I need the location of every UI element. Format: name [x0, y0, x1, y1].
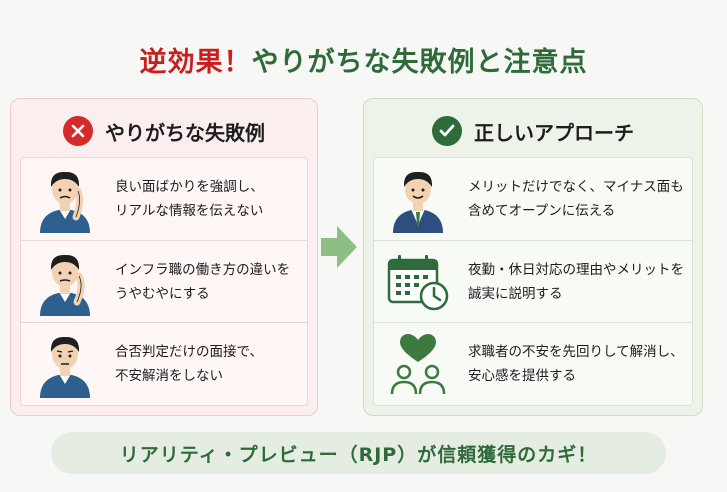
good-approach-list: メリットだけでなく、マイナス面も 含めてオープンに伝える	[373, 157, 693, 406]
good-item-text: 求職者の不安を先回りして解消し、 安心感を提供する	[468, 344, 684, 385]
bad-item-text: 合否判定だけの面接で、 不安解消をしない	[115, 344, 263, 385]
page-title: 逆効果！やりがちな失敗例と注意点	[0, 40, 727, 79]
footer-banner: リアリティ・プレビュー（RJP）が信頼獲得のカギ！	[51, 432, 666, 474]
good-approach-panel: 正しいアプローチ メリットだけでなく、マイナス面も 含めてオープンに伝える	[363, 98, 703, 416]
list-item: 夜勤・休日対応の理由やメリットを 誠実に説明する	[374, 239, 692, 323]
worried-man-icon	[29, 328, 101, 400]
calendar-clock-icon	[382, 246, 454, 318]
good-panel-heading: 正しいアプローチ	[474, 120, 634, 145]
bad-item-text: インフラ職の働き方の違いを うやむやにする	[115, 261, 291, 302]
title-main: やりがちな失敗例と注意点	[251, 47, 588, 78]
list-item: 求職者の不安を先回りして解消し、 安心感を提供する	[374, 322, 692, 405]
bad-item-text: 良い面ばかりを強調し、 リアルな情報を伝えない	[115, 178, 264, 219]
bad-panel-header: やりがちな失敗例	[11, 113, 317, 149]
bad-examples-list: 良い面ばかりを強調し、 リアルな情報を伝えない インフラ職の働き方の違いを うや…	[20, 157, 308, 406]
arrow-right-icon	[321, 226, 357, 268]
list-item: メリットだけでなく、マイナス面も 含めてオープンに伝える	[374, 158, 692, 240]
title-emphasis: 逆効果！	[139, 47, 252, 78]
heart-people-icon	[382, 328, 454, 400]
businessman-icon	[382, 163, 454, 235]
good-item-text: 夜勤・休日対応の理由やメリットを 誠実に説明する	[468, 261, 684, 302]
worried-man-icon	[29, 163, 101, 235]
good-panel-header: 正しいアプローチ	[364, 113, 702, 149]
check-circle-icon	[432, 116, 462, 146]
list-item: 良い面ばかりを強調し、 リアルな情報を伝えない	[21, 158, 307, 240]
bad-panel-heading: やりがちな失敗例	[105, 120, 265, 145]
worried-man-icon	[29, 246, 101, 318]
list-item: 合否判定だけの面接で、 不安解消をしない	[21, 322, 307, 405]
footer-text: リアリティ・プレビュー（RJP）が信頼獲得のカギ！	[119, 443, 598, 466]
x-circle-icon	[63, 116, 93, 146]
bad-examples-panel: やりがちな失敗例 良い面ばかりを強調し、 リアルな情報を伝えない	[10, 98, 318, 416]
good-item-text: メリットだけでなく、マイナス面も 含めてオープンに伝える	[468, 178, 684, 219]
list-item: インフラ職の働き方の違いを うやむやにする	[21, 239, 307, 323]
